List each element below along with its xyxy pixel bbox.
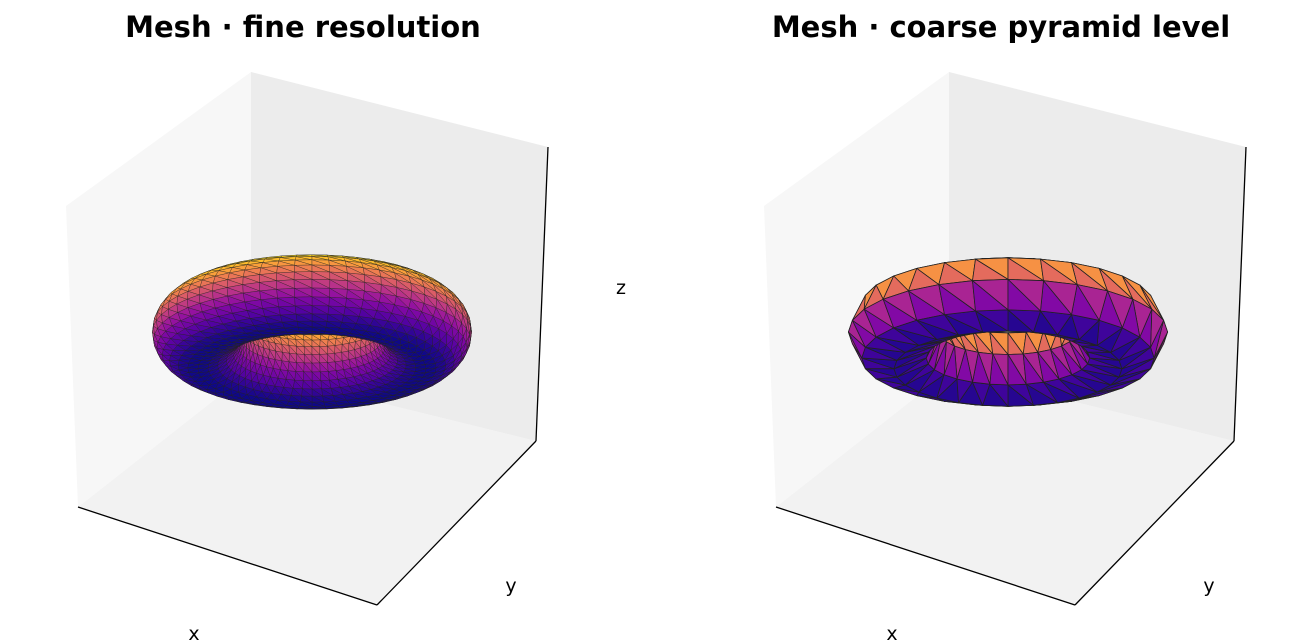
axis-edges — [775, 146, 1247, 606]
floor-pane — [78, 371, 536, 605]
y-axis-line — [1074, 440, 1235, 606]
chart-coarse-svg: Mesh · coarse pyramid level x y — [764, 10, 1247, 641]
y-axis-line — [376, 440, 537, 606]
z-axis-label: z — [616, 277, 626, 299]
y-axis-label: y — [505, 575, 516, 597]
chart-panel-coarse: Mesh · coarse pyramid level x y — [698, 0, 1305, 641]
z-axis-line — [1233, 146, 1247, 442]
chart-panel-fine: Mesh · fine resolution x y z — [0, 0, 652, 641]
x-axis-label: x — [188, 623, 199, 641]
x-axis-label: x — [886, 623, 897, 641]
y-axis-label: y — [1203, 575, 1214, 597]
x-axis-line — [77, 506, 378, 606]
torus-mesh-coarse — [847, 257, 1169, 407]
mesh-face — [1007, 354, 1027, 386]
mesh-face — [311, 287, 330, 298]
chart-title: Mesh · fine resolution — [125, 10, 481, 44]
chart-fine-svg: Mesh · fine resolution x y z — [66, 10, 626, 641]
chart-title: Mesh · coarse pyramid level — [772, 10, 1230, 44]
mesh-face — [972, 280, 1009, 312]
mesh-face — [1007, 278, 1041, 312]
x-axis-line — [775, 506, 1076, 606]
left-wall-pane — [66, 72, 251, 507]
mesh-face — [294, 296, 313, 306]
left-wall-pane — [764, 72, 949, 507]
z-axis-line — [535, 146, 549, 442]
mesh-face — [303, 371, 313, 381]
axis-edges — [77, 146, 549, 606]
floor-pane — [776, 371, 1234, 605]
torus-mesh-fine — [152, 254, 472, 410]
